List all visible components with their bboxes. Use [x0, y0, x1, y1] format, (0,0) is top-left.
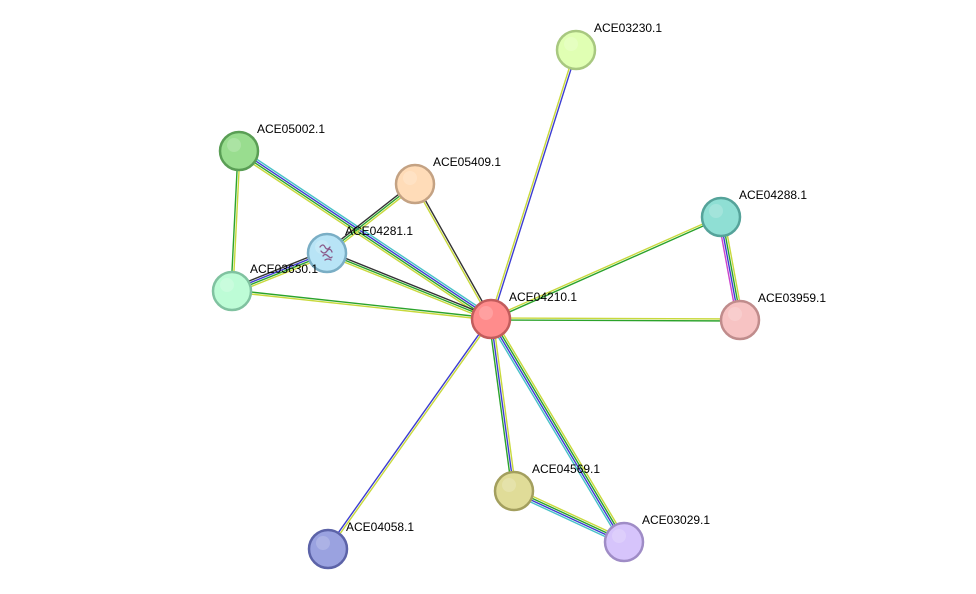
edge-strand [328, 318, 493, 551]
node-circle[interactable] [218, 130, 260, 172]
edge-strand [231, 289, 492, 319]
node-ace05409-1[interactable]: ACE05409.1 [394, 155, 501, 205]
node-circle[interactable] [555, 29, 597, 71]
edge-strand [492, 316, 628, 542]
node-highlight [227, 138, 241, 152]
node-highlight [709, 204, 723, 218]
node-label: ACE05409.1 [433, 155, 501, 169]
node-circle[interactable] [211, 270, 253, 312]
structure-ribbon [319, 244, 333, 261]
edge-strand [489, 215, 722, 319]
node-highlight [612, 529, 626, 543]
node-highlight [479, 306, 493, 320]
edge-ace04210-1-to-ace05002-1[interactable] [236, 147, 494, 323]
node-label: ACE04210.1 [509, 290, 577, 304]
node-circle[interactable] [394, 163, 436, 205]
edge-strand [490, 217, 723, 321]
edge-strand [239, 147, 494, 318]
node-circle[interactable] [493, 470, 535, 512]
node-highlight [315, 240, 329, 254]
edge-ace04210-1-to-ace04288-1[interactable] [489, 215, 723, 321]
edge-strand [491, 317, 626, 543]
node-ace04288-1[interactable]: ACE04288.1 [700, 188, 807, 238]
edge-ace04210-1-to-ace05409-1[interactable] [413, 182, 493, 321]
edge-strand [489, 318, 624, 544]
edge-ace04210-1-to-ace04058-1[interactable] [326, 317, 493, 551]
node-label: ACE04288.1 [739, 188, 807, 202]
node-ace04210-1[interactable]: ACE04210.1 [470, 290, 577, 340]
edge-strand [512, 493, 624, 546]
edge-strand [491, 49, 578, 321]
edge-strand [325, 254, 491, 322]
node-ace04569-1[interactable]: ACE04569.1 [493, 462, 600, 512]
edge-strand [237, 151, 492, 321]
edge-strand [327, 250, 493, 318]
edge-strand [326, 252, 492, 320]
edge-strand [487, 319, 623, 545]
edge-ace04210-1-to-ace04281-1[interactable] [325, 250, 493, 322]
node-highlight [403, 171, 417, 185]
edge-strand [490, 319, 741, 322]
node-label: ACE04569.1 [532, 462, 600, 476]
edge-ace04210-1-to-ace03630-1[interactable] [231, 289, 492, 321]
edge-strand [514, 487, 626, 540]
edge-strand [231, 291, 492, 321]
node-highlight [502, 478, 516, 492]
edge-strand [490, 318, 515, 492]
edge-strand [492, 318, 517, 492]
node-ace04058-1[interactable]: ACE04058.1 [307, 520, 414, 570]
edge-ace04210-1-to-ace03959-1[interactable] [490, 317, 741, 322]
node-highlight [316, 536, 330, 550]
node-label: ACE03230.1 [594, 21, 662, 35]
edge-strand [488, 318, 513, 492]
edge-strand [230, 150, 239, 292]
node-ace03959-1[interactable]: ACE03959.1 [719, 291, 826, 341]
node-highlight [564, 37, 578, 51]
node-highlight [220, 278, 234, 292]
node-circle[interactable] [306, 232, 348, 274]
node-ace05002-1[interactable]: ACE05002.1 [218, 122, 325, 172]
edge-ace04210-1-to-ace03230-1[interactable] [489, 48, 578, 321]
node-circle[interactable] [470, 298, 512, 340]
edge-strand [236, 152, 491, 323]
node-ace03230-1[interactable]: ACE03230.1 [555, 21, 662, 71]
nodes-layer: ACE04210.1 ACE03230.1ACE05002.1ACE05409.1… [211, 21, 826, 570]
node-label: ACE04281.1 [345, 224, 413, 238]
node-ace04281-1[interactable]: ACE04281.1 [306, 224, 413, 274]
node-ace03630-1[interactable]: ACE03630.1 [211, 262, 318, 312]
node-label: ACE05002.1 [257, 122, 325, 136]
node-label: ACE03029.1 [642, 513, 710, 527]
protein-structure-icon [319, 244, 333, 261]
edge-strand [326, 317, 491, 550]
node-circle[interactable] [307, 528, 349, 570]
edge-strand [490, 317, 741, 320]
edge-strand [238, 149, 493, 319]
edge-ace05002-1-to-ace03630-1[interactable] [230, 150, 241, 292]
node-circle[interactable] [719, 299, 761, 341]
node-circle[interactable] [700, 196, 742, 238]
node-label: ACE03630.1 [250, 262, 318, 276]
node-highlight [728, 307, 742, 321]
node-circle[interactable] [603, 521, 645, 563]
edge-ace04210-1-to-ace04569-1[interactable] [488, 318, 517, 492]
node-label: ACE03959.1 [758, 291, 826, 305]
edge-strand [413, 183, 491, 321]
node-ace03029-1[interactable]: ACE03029.1 [603, 513, 710, 563]
edge-ace04210-1-to-ace03029-1[interactable] [487, 316, 628, 545]
node-label: ACE04058.1 [346, 520, 414, 534]
edge-strand [232, 150, 241, 292]
edge-strand [415, 182, 493, 320]
edge-strand [489, 48, 576, 320]
